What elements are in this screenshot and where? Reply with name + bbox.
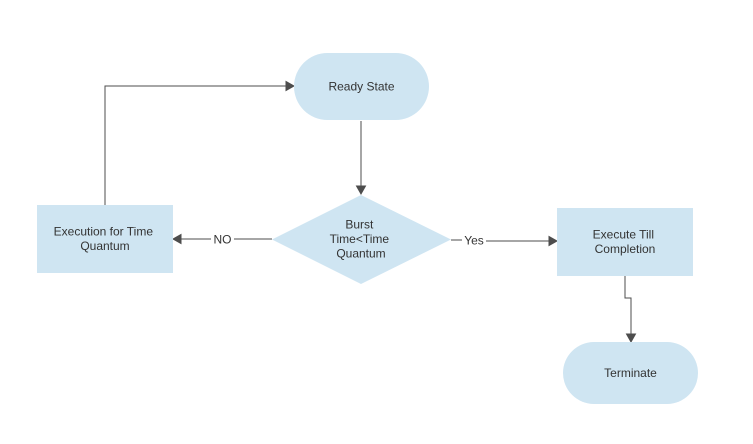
node-burst-decision-shape	[272, 195, 451, 284]
node-completion-line-1: Execute Till	[593, 228, 654, 242]
edge-decision-yes: Yes	[451, 234, 559, 248]
node-execute-till-completion-label: Execute Till Completion	[593, 228, 658, 257]
node-execution-for-time-quantum-shape	[37, 205, 173, 273]
edge-completion-to-terminate	[624, 276, 637, 344]
edges: NO Yes	[104, 80, 637, 344]
node-execution-line-1: Execution for Time	[54, 225, 154, 239]
nodes: Ready State Burst Time<Time Quantum Exec…	[37, 53, 698, 404]
arrowhead-icon	[285, 80, 296, 92]
node-ready-state-shape	[294, 53, 429, 120]
node-execute-till-completion[interactable]: Execute Till Completion	[557, 208, 693, 276]
node-terminate[interactable]: Terminate	[563, 342, 698, 404]
node-burst-decision-line-1: Burst	[345, 218, 374, 232]
edge-line	[624, 276, 632, 334]
node-burst-decision-line-3: Quantum	[336, 247, 385, 261]
node-burst-decision-line-2: Time<Time	[330, 232, 390, 246]
edge-ready-to-decision	[355, 121, 367, 196]
node-ready-state-label: Ready State	[328, 80, 394, 94]
edge-line	[104, 85, 286, 205]
arrowhead-icon	[625, 333, 637, 344]
node-terminate-label: Terminate	[604, 366, 657, 380]
node-execute-till-completion-shape	[557, 208, 693, 276]
edge-label-no: NO	[214, 233, 232, 247]
node-burst-decision-label: Burst Time<Time Quantum	[330, 218, 393, 261]
edge-decision-no: NO	[171, 233, 272, 247]
node-execution-for-time-quantum-label: Execution for Time Quantum	[54, 225, 157, 254]
edge-quantum-to-ready	[104, 80, 296, 205]
node-ready-state[interactable]: Ready State	[294, 53, 429, 120]
node-execution-for-time-quantum[interactable]: Execution for Time Quantum	[37, 205, 173, 273]
node-burst-decision[interactable]: Burst Time<Time Quantum	[272, 195, 451, 284]
node-terminate-shape	[563, 342, 698, 404]
arrowhead-icon	[355, 185, 367, 196]
arrowhead-icon	[171, 233, 182, 245]
node-execution-line-2: Quantum	[80, 239, 129, 253]
node-completion-line-2: Completion	[595, 242, 656, 256]
arrowhead-icon	[548, 235, 559, 247]
edge-label-yes: Yes	[464, 234, 484, 248]
